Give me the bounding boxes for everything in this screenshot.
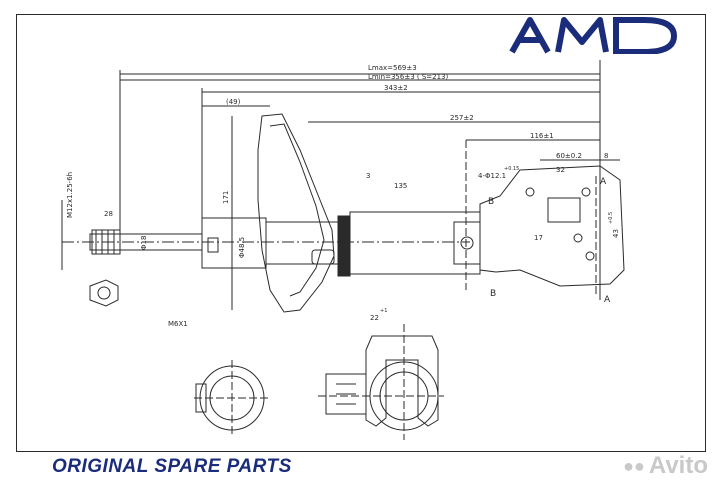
bolt-hole-4 <box>585 251 595 261</box>
dim-8: 8 <box>604 152 608 160</box>
dim-257: 257±2 <box>450 114 474 122</box>
dim-116: 116±1 <box>530 132 554 140</box>
dim-32: 32 <box>556 166 565 174</box>
dim-43-tolerance: +0.5 <box>608 212 614 224</box>
watermark: ●● Avito <box>623 452 708 480</box>
watermark-text: Avito <box>648 452 708 479</box>
dim-22: 22 <box>370 314 379 322</box>
section-label-b-top: B <box>488 197 494 207</box>
dim-48-5: Φ48.5 <box>238 237 246 258</box>
bracket-slot <box>547 197 581 223</box>
dim-171: 171 <box>222 191 230 204</box>
bolt-hole-2 <box>581 187 591 197</box>
dim-28: 28 <box>104 210 113 218</box>
dim-thread: M12x1.25-6h <box>66 172 74 218</box>
dim-m6: M6X1 <box>168 320 188 328</box>
tagline-text: ORIGINAL SPARE PARTS <box>52 456 292 477</box>
bolt-hole-3 <box>573 233 583 243</box>
top-nut-hole <box>97 286 111 300</box>
spring-seat <box>257 113 335 313</box>
hose-hole <box>460 236 474 250</box>
amd-logo <box>508 14 698 54</box>
upper-cylinder <box>201 217 267 269</box>
dim-49: (49) <box>226 98 241 106</box>
top-nut <box>89 279 119 307</box>
dim-60: 60±0.2 <box>556 152 582 160</box>
watermark-dots-icon: ●● <box>623 455 645 476</box>
dim-12: 4-Φ12.1 <box>478 172 506 180</box>
dim-lmax: Lmax=569±3 <box>368 64 417 72</box>
bump-stop <box>337 215 351 277</box>
bolt-hole-1 <box>525 187 535 197</box>
rod-seal <box>207 237 219 253</box>
drawing-frame <box>16 14 706 452</box>
spring-seat-inner <box>269 123 325 297</box>
dim-43: 43 <box>612 229 620 238</box>
dim-lmin: Lmin=356±3 ( S=213) <box>368 73 448 81</box>
dim-12-tolerance: +0.15 <box>504 166 519 172</box>
dim-3: 3 <box>366 172 370 180</box>
dim-135: 135 <box>394 182 407 190</box>
knuckle-bracket <box>479 165 625 287</box>
brake-hose-bracket <box>453 221 481 265</box>
dim-22-tolerance: +1 <box>380 308 387 314</box>
dim-17: 17 <box>534 234 543 242</box>
clamp-tab <box>325 373 367 415</box>
clamp-view <box>365 335 439 427</box>
dim-343: 343±2 <box>384 84 408 92</box>
amd-logo-mark <box>509 17 678 54</box>
section-label-a-top: A <box>600 177 607 187</box>
section-label-b-bottom: B <box>490 289 496 299</box>
spring-seat-clip <box>311 249 335 265</box>
section-label-a-bottom: A <box>604 295 611 305</box>
dim-18: Φ18 <box>140 236 148 250</box>
